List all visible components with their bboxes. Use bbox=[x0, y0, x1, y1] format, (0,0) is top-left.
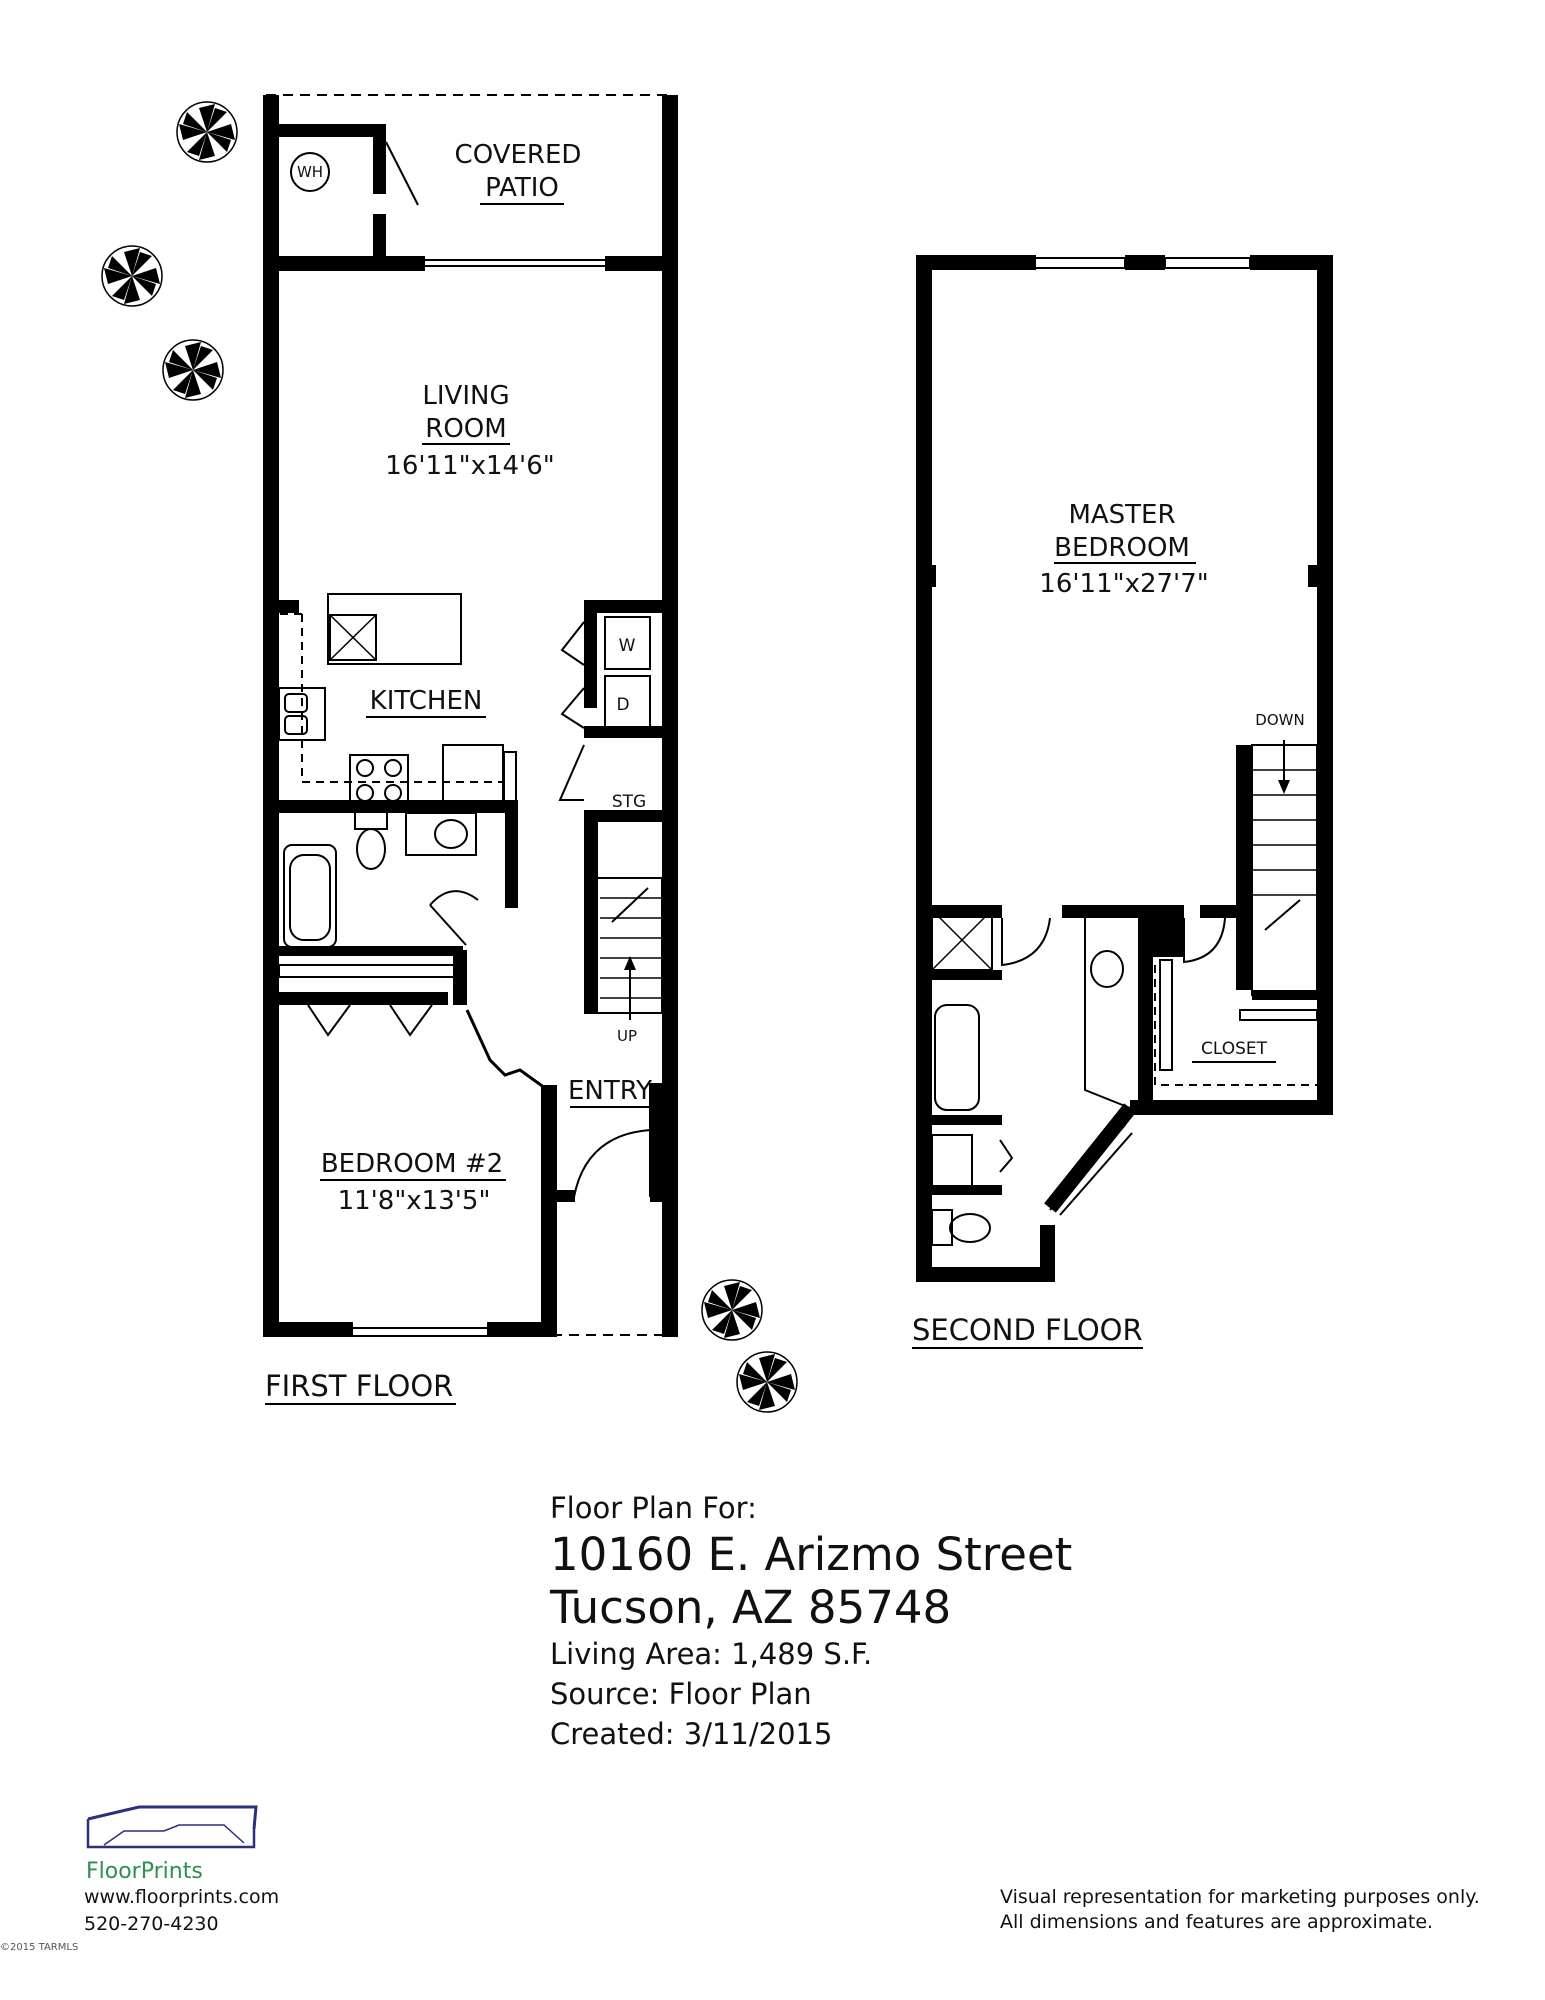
patio-label: COVERED bbox=[455, 140, 582, 170]
second-floor-title: SECOND FLOOR bbox=[912, 1313, 1143, 1347]
storage-label: STG bbox=[612, 792, 646, 812]
water-heater-label: WH bbox=[297, 163, 323, 181]
bedroom2-dimensions: 11'8"x13'5" bbox=[338, 1186, 491, 1216]
second-floor-plan bbox=[916, 255, 1333, 1282]
tree-icon bbox=[101, 245, 163, 307]
brand-name: FloorPrints bbox=[86, 1859, 203, 1884]
house-roof-icon bbox=[86, 1805, 258, 1849]
website: www.floorprints.com bbox=[84, 1886, 280, 1908]
dryer-label: D bbox=[616, 695, 629, 715]
disclaimer-line: All dimensions and features are approxim… bbox=[1000, 1911, 1434, 1933]
disclaimer-line: Visual representation for marketing purp… bbox=[1000, 1886, 1480, 1908]
stairs-up-label: UP bbox=[617, 1027, 637, 1045]
property-info: Floor Plan For: 10160 E. Arizmo Street T… bbox=[550, 1488, 1250, 1754]
source: Source: Floor Plan bbox=[550, 1677, 812, 1711]
tree-icon bbox=[176, 101, 238, 163]
closet-label: CLOSET bbox=[1201, 1039, 1268, 1059]
info-intro: Floor Plan For: bbox=[550, 1491, 757, 1525]
disclaimer: Visual representation for marketing purp… bbox=[1000, 1885, 1520, 1935]
floorprints-logo: FloorPrints www.floorprints.com 520-270-… bbox=[84, 1803, 344, 1938]
tree-icon bbox=[701, 1279, 763, 1341]
first-floor-title: FIRST FLOOR bbox=[265, 1369, 453, 1403]
created-date: Created: 3/11/2015 bbox=[550, 1717, 833, 1751]
address-line-1: 10160 E. Arizmo Street bbox=[550, 1528, 1073, 1581]
patio-label: PATIO bbox=[485, 173, 559, 203]
copyright-watermark: ©2015 TARMLS bbox=[0, 1942, 79, 1953]
washer-label: W bbox=[619, 636, 636, 656]
master-bedroom-label: BEDROOM bbox=[1054, 533, 1190, 563]
entry-label: ENTRY bbox=[568, 1076, 652, 1106]
master-bedroom-dimensions: 16'11"x27'7" bbox=[1039, 569, 1208, 599]
living-room-dimensions: 16'11"x14'6" bbox=[385, 451, 554, 481]
master-bedroom-label: MASTER bbox=[1068, 500, 1175, 530]
stairs-down-label: DOWN bbox=[1255, 711, 1304, 729]
phone: 520-270-4230 bbox=[84, 1913, 219, 1935]
kitchen-label: KITCHEN bbox=[370, 686, 483, 716]
first-floor-plan bbox=[263, 94, 678, 1337]
bedroom2-label: BEDROOM #2 bbox=[321, 1149, 503, 1179]
tree-icon bbox=[162, 339, 224, 401]
tree-icon bbox=[736, 1351, 798, 1413]
address-line-2: Tucson, AZ 85748 bbox=[550, 1581, 952, 1634]
living-room-label: ROOM bbox=[425, 414, 506, 444]
living-room-label: LIVING bbox=[422, 381, 509, 411]
living-area: Living Area: 1,489 S.F. bbox=[550, 1637, 873, 1671]
